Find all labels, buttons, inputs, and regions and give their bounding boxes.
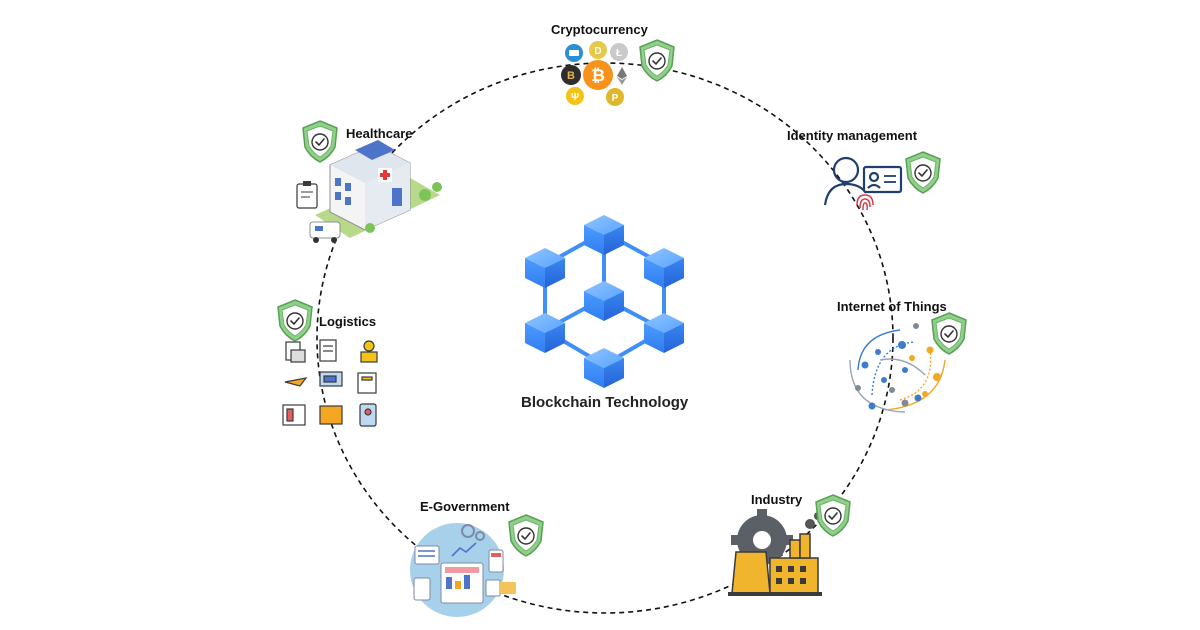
shield-check-icon — [302, 120, 338, 163]
blockchain-cubes-icon — [525, 215, 684, 388]
fingerprint-icon — [856, 194, 874, 211]
dashboard-icon — [410, 523, 516, 617]
shield-check-icon — [931, 312, 967, 355]
label-industry: Industry — [751, 492, 803, 507]
label-logistics: Logistics — [319, 314, 377, 329]
svg-text:₿: ₿ — [591, 66, 605, 85]
factory-icon — [728, 509, 822, 596]
network-icon — [849, 323, 946, 413]
shield-check-icon — [815, 494, 851, 537]
orbit-ring — [316, 62, 894, 614]
id-card-icon — [823, 156, 903, 206]
center-title: Blockchain Technology — [521, 394, 689, 411]
svg-text:P: P — [612, 93, 619, 104]
shield-check-icon — [905, 151, 941, 194]
hospital-icon — [296, 140, 442, 243]
svg-text:Ψ: Ψ — [571, 92, 579, 103]
shield-check-icon — [639, 39, 675, 82]
label-cryptocurrency: Cryptocurrency — [551, 22, 648, 37]
label-internet-of-things: Internet of Things — [837, 299, 947, 314]
shield-check-icon — [508, 514, 544, 557]
svg-text:D: D — [594, 46, 601, 57]
label-identity-management: Identity management — [787, 128, 918, 143]
logistics-icon — [282, 339, 378, 427]
shield-check-icon — [277, 299, 313, 342]
label-e-government: E-Government — [420, 499, 510, 514]
coins-icon: D Ł B ₿ Ψ P — [561, 41, 628, 106]
svg-text:B: B — [567, 70, 575, 82]
svg-text:Ł: Ł — [616, 48, 622, 59]
label-healthcare: Healthcare — [346, 126, 413, 141]
